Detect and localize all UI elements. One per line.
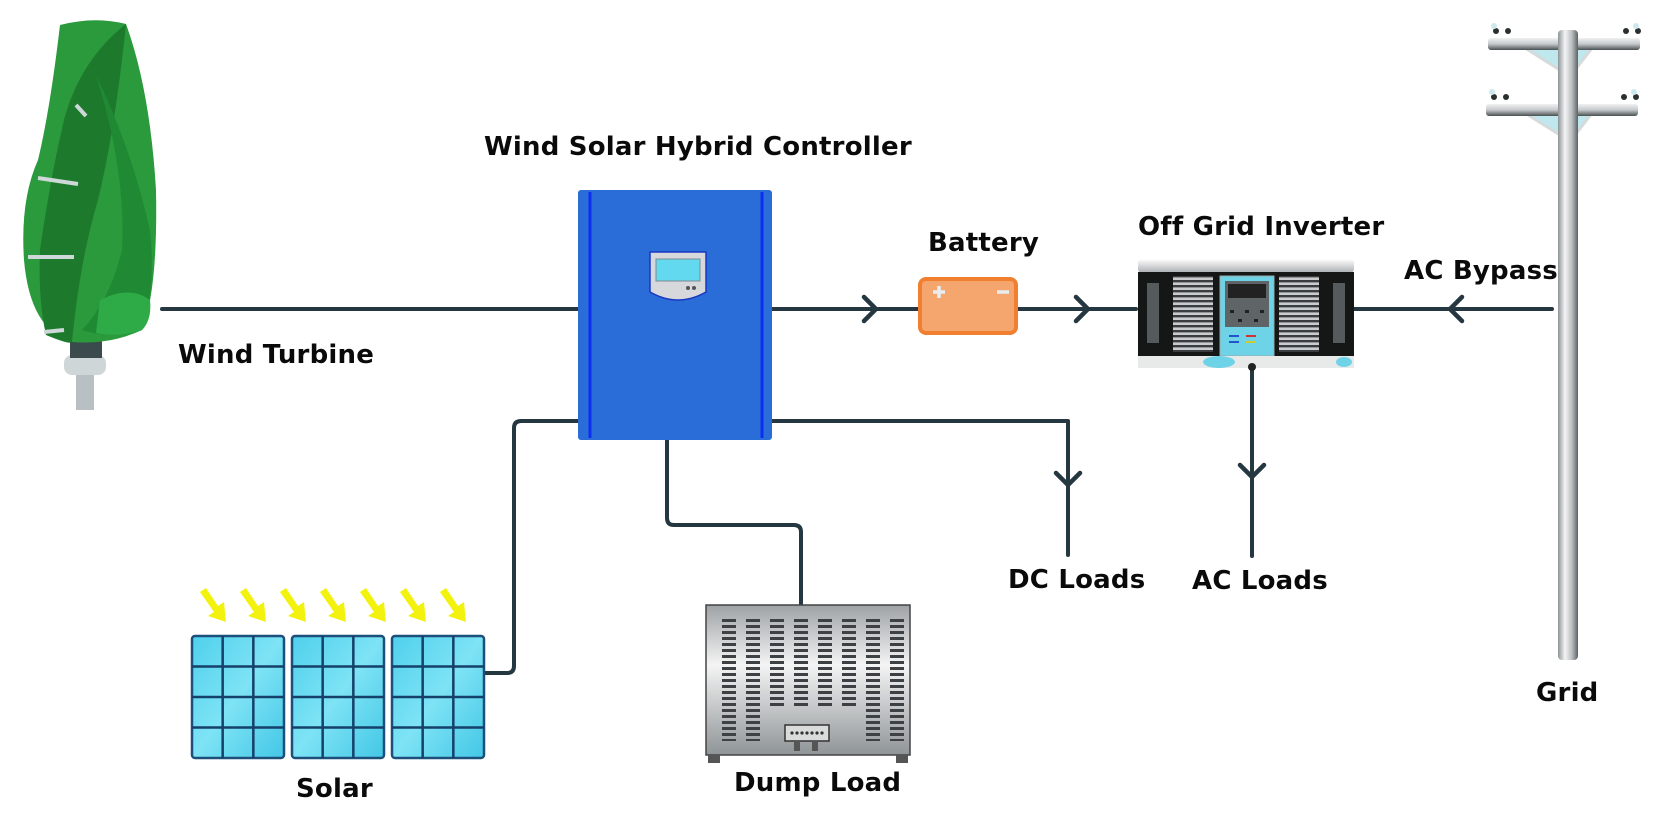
hybrid-controller-icon	[578, 190, 772, 440]
arrow-left-icon	[1446, 294, 1465, 324]
sun-ray-arrow-icon	[200, 588, 226, 622]
solar-panel	[290, 634, 386, 760]
sun-ray-arrow-icon	[320, 588, 346, 622]
solar-panels	[190, 634, 486, 760]
vertical-axis-wind-turbine-icon	[23, 20, 157, 410]
dump-load-label: Dump Load	[734, 768, 902, 798]
sun-ray-arrow-icon	[360, 588, 386, 622]
vent-column	[794, 617, 808, 709]
vent-column	[770, 617, 784, 709]
inverter-icon	[1138, 259, 1354, 371]
ac-bypass-label: AC Bypass	[1404, 256, 1558, 286]
sun-ray-arrow-icon	[240, 588, 266, 622]
wire-controller-dcloads	[770, 419, 1070, 557]
solar-panel	[390, 634, 486, 760]
flow-arrows	[861, 294, 1465, 489]
arrow-down-icon	[1237, 462, 1267, 481]
arrow-right-icon	[861, 294, 880, 324]
vent-column	[722, 617, 736, 741]
solar-panel	[190, 634, 286, 760]
arrow-right-icon	[1073, 294, 1092, 324]
wires	[160, 307, 1554, 675]
vent-column	[890, 617, 904, 741]
vent-column	[746, 617, 760, 741]
controller-label: Wind Solar Hybrid Controller	[484, 132, 912, 162]
inverter-label: Off Grid Inverter	[1138, 212, 1385, 242]
utility-pole-icon	[1486, 23, 1641, 660]
vent-column	[842, 617, 856, 709]
solar-panel-array	[190, 588, 486, 760]
sun-ray-arrow-icon	[400, 588, 426, 622]
sun-ray-arrow-icon	[280, 588, 306, 622]
sun-rays	[200, 588, 466, 622]
dump-load-resistor-icon	[705, 604, 911, 763]
dc-loads-label: DC Loads	[1008, 565, 1146, 595]
solar-label: Solar	[296, 774, 373, 804]
vent-column	[818, 617, 832, 709]
vent-column	[866, 617, 880, 741]
wire-controller-dumpload	[665, 438, 803, 607]
battery-icon	[918, 277, 1018, 335]
wind-turbine-label: Wind Turbine	[178, 340, 375, 370]
ac-loads-label: AC Loads	[1192, 566, 1328, 596]
arrow-down-icon	[1053, 470, 1083, 489]
grid-label: Grid	[1536, 678, 1599, 708]
sun-ray-arrow-icon	[440, 588, 466, 622]
wire-solar-controller	[478, 419, 580, 675]
battery-label: Battery	[928, 228, 1040, 258]
